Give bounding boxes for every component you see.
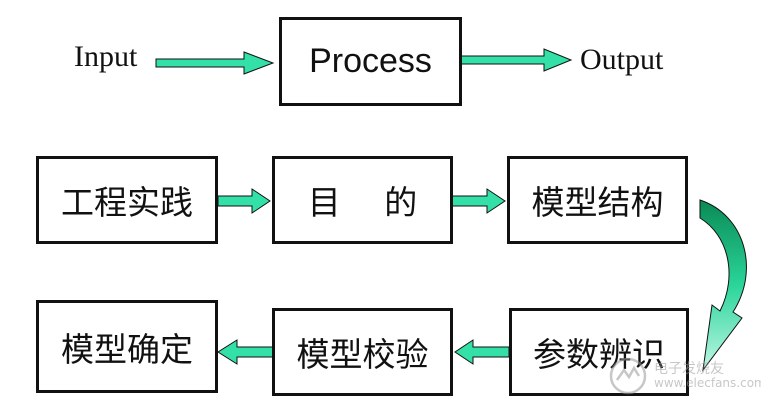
- watermark-brand: 电子发烧友: [654, 360, 724, 377]
- watermark-text-block: 电子发烧友 www.elecfans.com: [654, 360, 761, 391]
- process-label: Process: [309, 42, 432, 80]
- step-box-model-structure: 模型结构: [507, 156, 688, 244]
- step-box-practice: 工程实践: [36, 156, 218, 244]
- step-box-model-validation: 模型校验: [272, 308, 453, 396]
- watermark: 电子发烧友 www.elecfans.com: [608, 356, 761, 396]
- arrow-step1-to-step2: [217, 188, 271, 214]
- step-label: 目 的: [307, 183, 418, 222]
- curved-arrow-step3-to-step4: [699, 199, 747, 372]
- step-label: 模型结构: [531, 183, 664, 222]
- step-label: 工程实践: [61, 183, 193, 222]
- process-box: Process: [279, 17, 462, 106]
- arrow-step4-to-step5: [454, 339, 510, 365]
- step-label: 模型校验: [296, 335, 429, 374]
- output-label: Output: [580, 43, 664, 76]
- arrow-step5-to-step6: [217, 339, 274, 365]
- step-box-parameter-identification: 参数辨识: [509, 308, 689, 396]
- step-box-purpose: 目 的: [272, 156, 453, 244]
- step-box-model-determination: 模型确定: [36, 300, 218, 393]
- input-label: Input: [74, 40, 138, 73]
- arrow-input-to-process: [155, 51, 275, 75]
- watermark-url: www.elecfans.com: [654, 376, 761, 391]
- arrow-step2-to-step3: [451, 188, 506, 214]
- arrow-process-to-output: [460, 48, 573, 72]
- step-label: 模型确定: [61, 329, 193, 369]
- watermark-logo-icon: [609, 357, 647, 395]
